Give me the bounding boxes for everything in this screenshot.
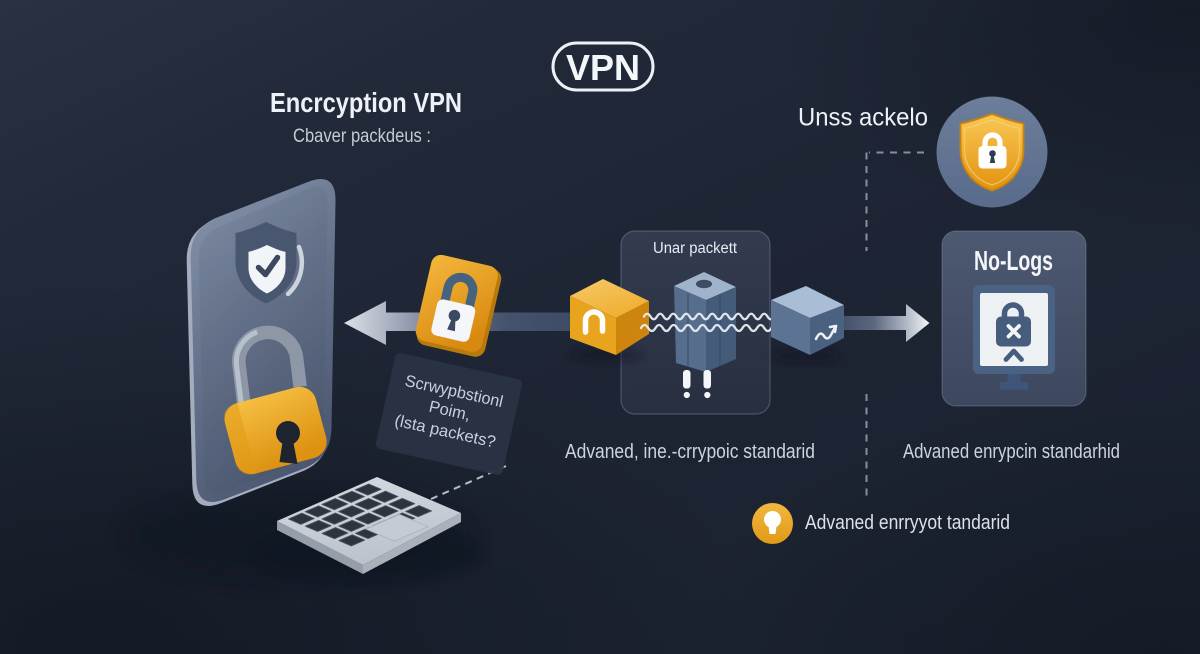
- svg-text:Cbaver packdeus :: Cbaver packdeus :: [293, 126, 431, 147]
- svg-text:VPN: VPN: [566, 47, 640, 88]
- svg-text:Unss ackelo: Unss ackelo: [798, 104, 928, 132]
- svg-text:No-Logs: No-Logs: [974, 245, 1053, 276]
- svg-text:Advaned enrypcin standarhid: Advaned enrypcin standarhid: [903, 441, 1120, 463]
- svg-text:Unar packett: Unar packett: [653, 240, 738, 257]
- svg-text:Advaned enrryyot tandarid: Advaned enrryyot tandarid: [805, 512, 1010, 534]
- svg-text:Encrcyption VPN: Encrcyption VPN: [270, 87, 462, 118]
- svg-text:Advaned, ine.-crrypoic standar: Advaned, ine.-crrypoic standarid: [565, 441, 815, 463]
